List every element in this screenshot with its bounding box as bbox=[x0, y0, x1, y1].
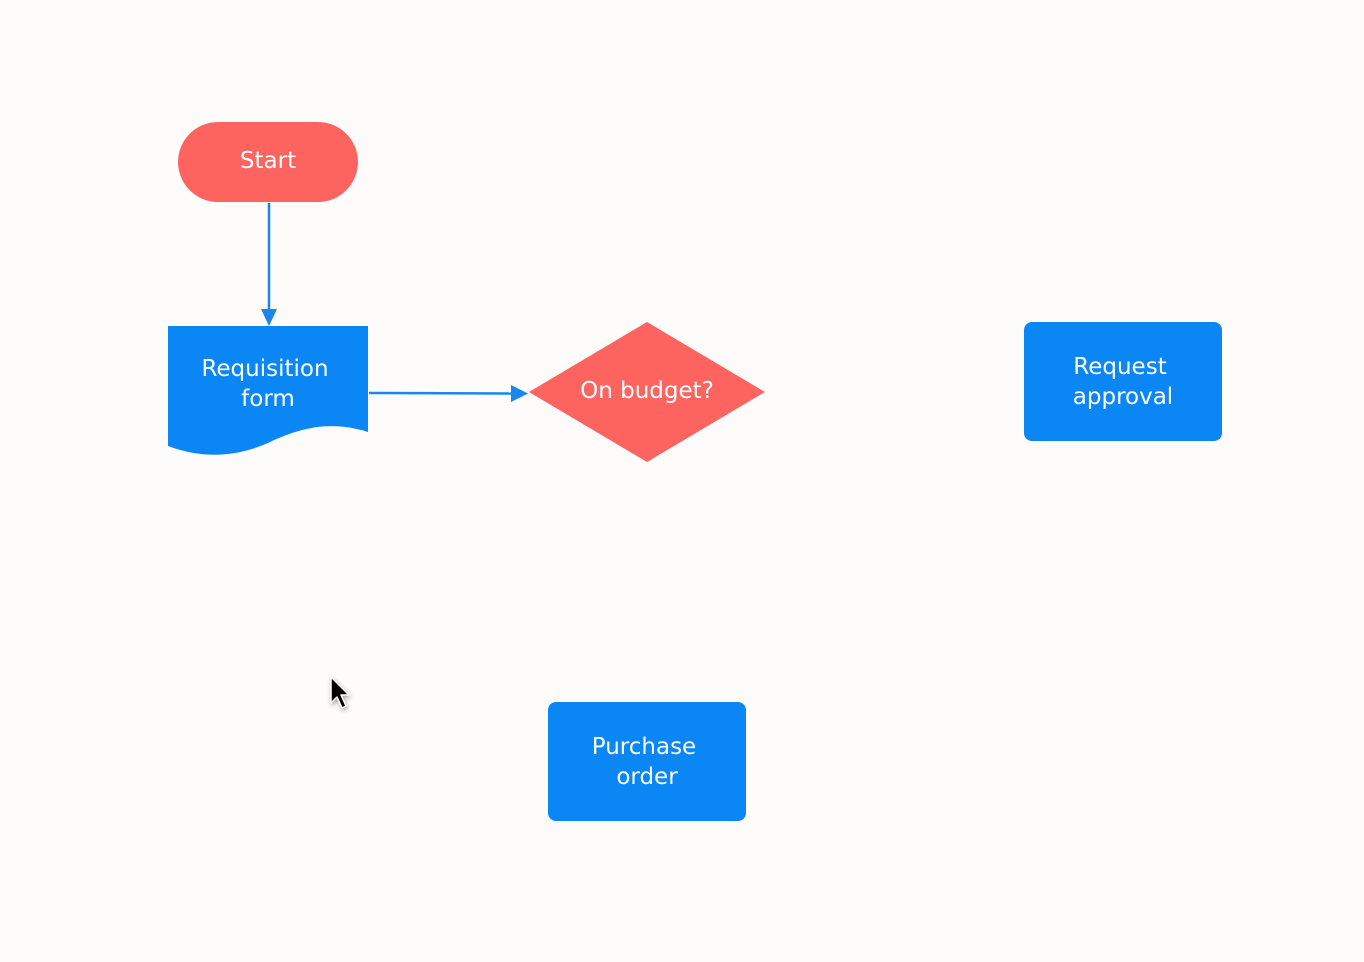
purchase-label-line1: Purchase bbox=[592, 734, 696, 760]
requisition-document-shape[interactable] bbox=[168, 326, 368, 455]
node-requisition-form[interactable]: Requisition form bbox=[168, 326, 368, 455]
approval-label-line2: approval bbox=[1073, 384, 1173, 410]
decision-label: On budget? bbox=[580, 378, 714, 404]
node-request-approval[interactable]: Request approval bbox=[1024, 322, 1222, 441]
start-label: Start bbox=[240, 148, 296, 174]
decision-diamond-shape[interactable] bbox=[529, 322, 765, 462]
purchase-process-shape[interactable] bbox=[548, 702, 746, 821]
start-terminator-shape[interactable] bbox=[178, 122, 358, 202]
arrowhead-start-to-requisition bbox=[261, 309, 277, 326]
approval-process-shape[interactable] bbox=[1024, 322, 1222, 441]
purchase-label-line2: order bbox=[616, 764, 678, 790]
mouse-pointer-icon bbox=[330, 676, 350, 709]
connector-requisition-to-decision[interactable] bbox=[368, 391, 513, 395]
node-start[interactable]: Start bbox=[178, 122, 358, 202]
node-purchase-order[interactable]: Purchase order bbox=[548, 702, 746, 821]
requisition-label-line1: Requisition bbox=[201, 356, 328, 382]
approval-label-line1: Request bbox=[1073, 354, 1166, 380]
arrowhead-requisition-to-decision bbox=[511, 385, 528, 402]
requisition-label-line2: form bbox=[241, 386, 295, 412]
node-on-budget[interactable]: On budget? bbox=[529, 322, 765, 462]
